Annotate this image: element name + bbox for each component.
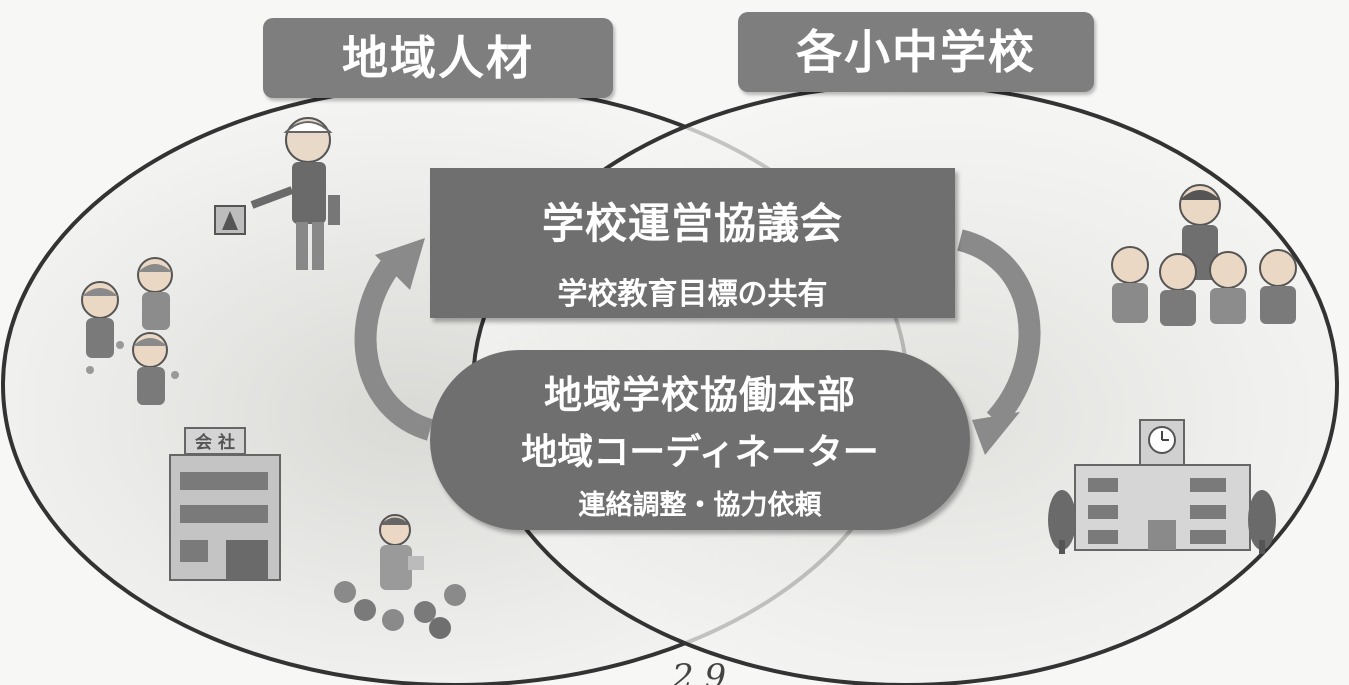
schools-label: 各小中学校: [738, 12, 1094, 92]
coordinator-tasks: 連絡調整・協力依頼: [578, 490, 822, 521]
handwritten-mark: 2 9: [671, 657, 726, 685]
crossing-guard-illustration: [214, 117, 340, 270]
local-talent-label: 地域人材: [263, 18, 613, 98]
teacher-and-students-illustration: [1111, 184, 1297, 326]
council-title: 学校運営協議会: [541, 199, 843, 248]
company-sign-label: 会 社: [195, 432, 235, 453]
school-building-illustration: [1048, 419, 1276, 554]
council-subtitle: 学校教育目標の共有: [557, 277, 828, 312]
collaboration-headquarters-box: 地域学校協働本部 地域コーディネーター 連絡調整・協力依頼: [430, 350, 970, 530]
storytelling-illustration: [334, 514, 466, 639]
right-curved-arrow: [956, 229, 1041, 455]
left-curved-arrow: [354, 238, 434, 441]
school-management-council-box: 学校運営協議会 学校教育目標の共有: [430, 168, 955, 318]
cleanup-volunteers-illustration: [81, 257, 179, 405]
coordinator-label: 地域コーディネーター: [521, 432, 879, 473]
headquarters-title: 地域学校協働本部: [543, 373, 856, 417]
company-building-illustration: 会 社: [169, 427, 281, 581]
